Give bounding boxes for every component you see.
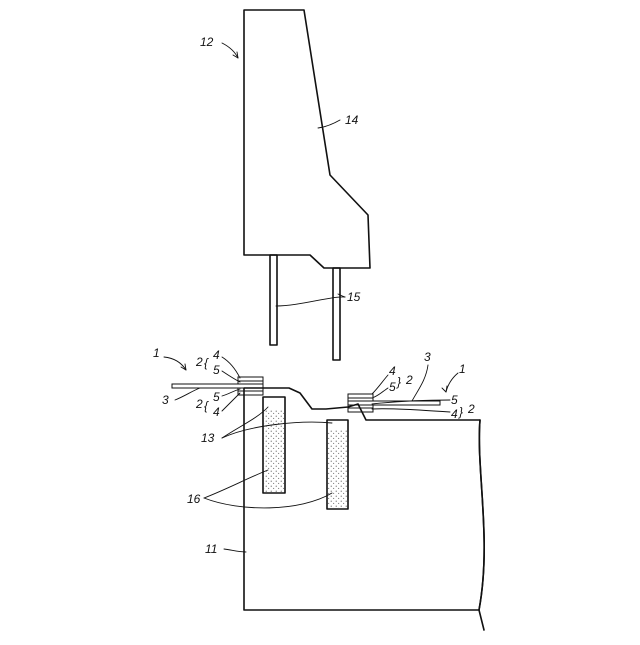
upper-component: [244, 10, 370, 360]
label-2-right-bot: 2: [467, 402, 475, 416]
label-1-right: 1: [459, 362, 466, 376]
label-13: 13: [201, 431, 215, 445]
brace-left-top: {: [204, 356, 209, 370]
label-4-left-bot: 4: [213, 405, 220, 419]
label-5-right-bot: 5: [451, 393, 458, 407]
label-4-left-top: 4: [213, 348, 220, 362]
leader-lines: [164, 43, 458, 552]
brace-right-top: }: [396, 375, 401, 389]
brace-right-bot: }: [458, 405, 463, 419]
label-2-left-bot: 2: [195, 397, 203, 411]
label-3-left: 3: [162, 393, 169, 407]
label-5-left-top: 5: [213, 363, 220, 377]
label-5-left-bot: 5: [213, 390, 220, 404]
label-11: 11: [205, 542, 217, 556]
label-1-left: 1: [153, 346, 160, 360]
break-line: [479, 420, 484, 630]
fill-right: [328, 430, 347, 508]
reference-labels: 12 14 15 1 2 { 4 5 3 2 { 5 4 13 16 11 3 …: [153, 35, 475, 556]
label-3-right: 3: [424, 350, 431, 364]
label-14: 14: [345, 113, 359, 127]
label-16: 16: [187, 492, 201, 506]
label-4-right-bot: 4: [451, 407, 458, 421]
label-15: 15: [347, 290, 361, 304]
pin-right: [333, 268, 340, 360]
fill-left: [264, 410, 284, 492]
pin-left: [270, 255, 277, 345]
right-layer-4-top: [348, 394, 373, 398]
label-2-left-top: 2: [195, 355, 203, 369]
label-5-right-top: 5: [389, 380, 396, 394]
label-12: 12: [200, 35, 214, 49]
label-4-right-top: 4: [389, 364, 396, 378]
left-layer-4-bot: [238, 391, 263, 395]
brace-left-bot: {: [204, 399, 209, 413]
upper-body-hatched: [244, 10, 370, 268]
label-2-right-top: 2: [405, 373, 413, 387]
left-layer-4-top: [238, 377, 263, 381]
